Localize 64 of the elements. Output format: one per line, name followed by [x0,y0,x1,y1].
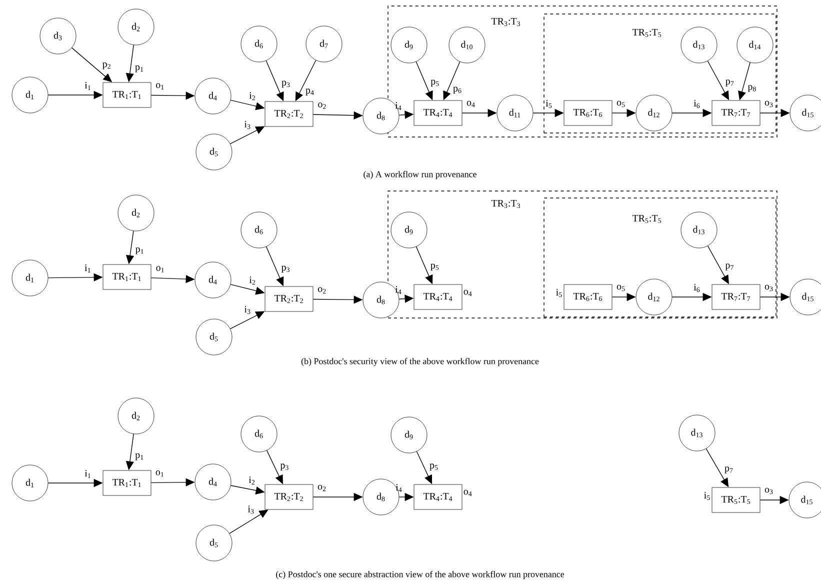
task-box: TR$_{6}$:T$_{6}$ [564,284,612,310]
port-label: o$_{2}$ [318,287,326,294]
port-label: o$_{3}$ [764,488,773,494]
task-box: TR$_{4}$:T$_{4}$ [414,484,462,510]
port-label: i$_{5}$ [704,492,710,500]
port-label: p$_{7}$ [725,264,734,270]
port-label: i$_{6}$ [694,284,700,292]
task-box: TR$_{1}$:T$_{1}$ [102,470,152,496]
port-label: o$_{2}$ [318,484,326,492]
port-label: p$_{6}$ [453,86,462,94]
port-label: p$_{1}$ [135,65,144,72]
port-label: o$_{1}$ [156,470,164,477]
port-label: i$_{4}$ [395,286,402,294]
port-label: i$_{5}$ [556,288,562,298]
task-box: TR$_{5}$:T$_{5}$ [712,487,760,513]
port-label: o$_{4}$ [466,100,475,108]
task-box: TR$_{7}$:T$_{7}$ [712,284,760,310]
port-label: p$_{1}$ [135,247,144,254]
port-label: p$_{7}$ [724,466,733,474]
port-label: o$_{1}$ [156,266,164,272]
port-label: o$_{5}$ [616,284,625,292]
port-label: o$_{3}$ [764,100,773,108]
caption: (a) A workflow run provenance [364,170,476,180]
port-label: p$_{2}$ [102,62,110,70]
port-label: i$_{3}$ [244,306,250,314]
task-box: TR$_{2}$:T$_{2}$ [264,484,314,510]
port-label: o$_{2}$ [318,102,326,109]
task-box: TR$_{6}$:T$_{6}$ [564,100,612,126]
task-box: TR$_{1}$:T$_{1}$ [102,82,152,108]
port-label: p$_{3}$ [282,80,290,88]
caption: (b) Postdoc's security view of the above workflow run provenance [301,358,539,366]
port-label: i$_{4}$ [396,484,402,492]
port-label: o$_{1}$ [156,83,164,90]
port-label: o$_{5}$ [616,100,625,108]
port-label: p$_{4}$ [306,88,314,96]
port-label: i$_{1}$ [84,264,90,272]
port-label: p$_{3}$ [280,464,288,470]
task-box: TR$_{2}$:T$_{2}$ [264,101,314,127]
port-label: p$_{7}$ [726,80,734,86]
port-label: o$_{4}$ [464,490,472,496]
port-label: i$_{6}$ [694,100,700,108]
task-box: TR$_{1}$:T$_{1}$ [102,264,152,290]
port-label: i$_{5}$ [546,100,552,108]
port-label: p$_{8}$ [748,85,756,92]
port-label: p$_{3}$ [281,266,290,273]
port-label: o$_{4}$ [464,290,472,296]
port-label: i$_{2}$ [249,276,256,285]
port-label: i$_{1}$ [84,82,90,90]
port-label: p$_{5}$ [430,80,439,87]
port-label: i$_{4}$ [395,102,402,110]
port-label: o$_{3}$ [764,284,773,292]
task-box: TR$_{2}$:T$_{2}$ [264,286,314,312]
task-box: TR$_{7}$:T$_{7}$ [712,100,760,126]
port-label: i$_{2}$ [248,476,254,485]
task-box: TR$_{4}$:T$_{4}$ [414,100,462,126]
task-box: TR$_{4}$:T$_{4}$ [414,284,462,310]
port-label: i$_{3}$ [244,120,250,129]
port-label: i$_{2}$ [249,92,255,100]
port-label: p$_{1}$ [135,453,144,460]
port-label: i$_{1}$ [84,470,90,478]
port-label: p$_{5}$ [430,264,439,271]
caption: (c) Postdoc's one secure abstraction view of the above workflow run provenance [276,570,564,580]
port-label: p$_{5}$ [430,464,438,470]
port-label: i$_{3}$ [248,506,254,514]
